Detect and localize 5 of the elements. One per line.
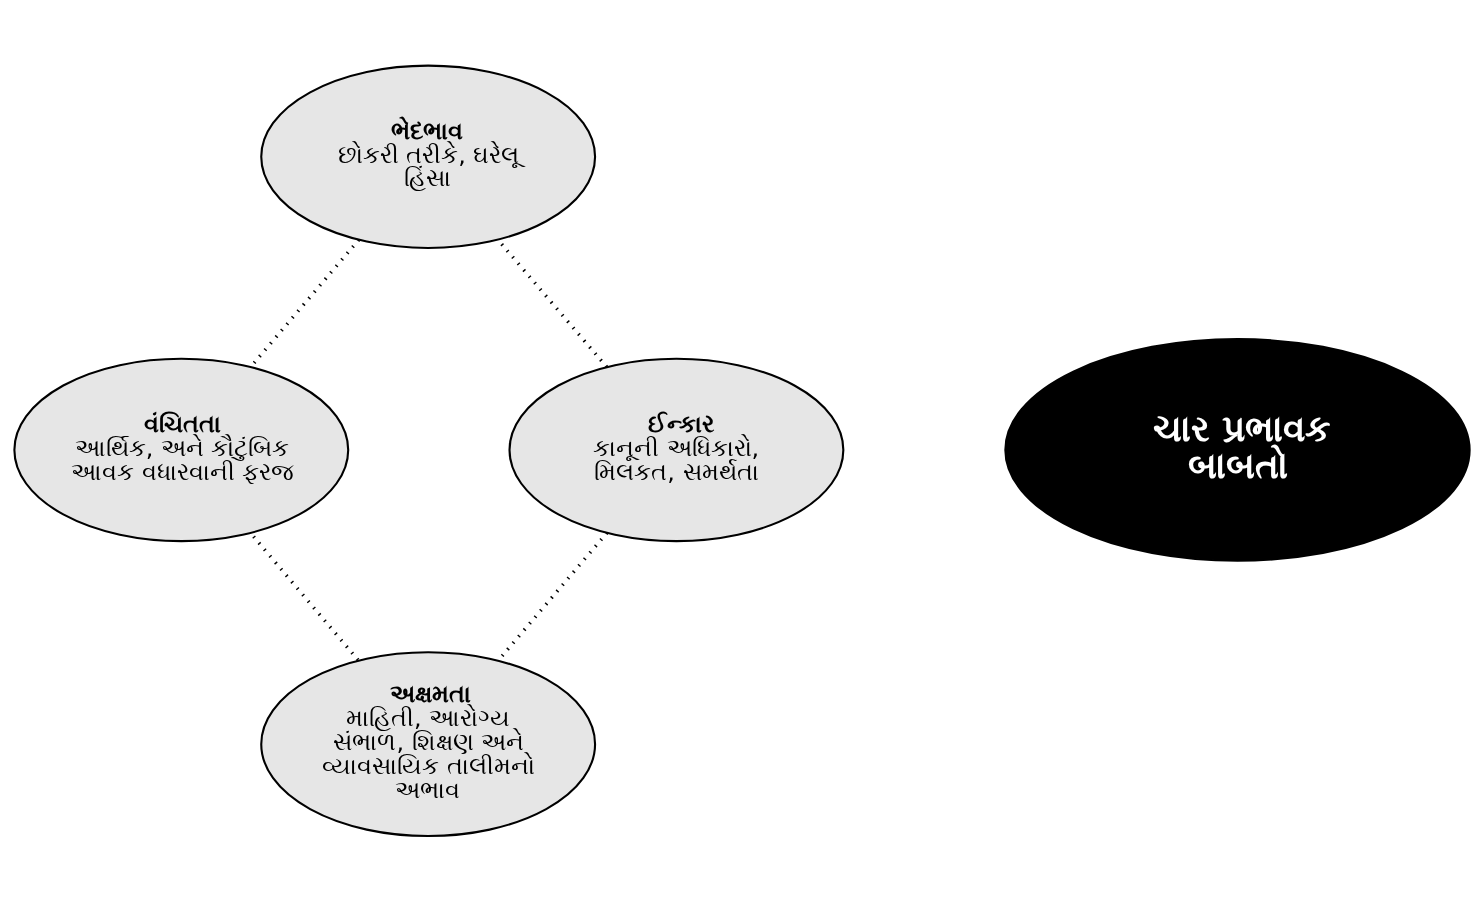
node-ellipse: ભેદભાવ છોકરી તરીકે, ઘરેલૂ હિંસા — [260, 64, 597, 249]
node-ellipse: અક્ષમતા માહિતી, આરોગ્ય સંભાળ, શિક્ષણ અને વ્યાવસાયિક તાલીમનો અભાવ — [260, 650, 597, 837]
node-ellipse: ચાર પ્રભાવક બાબતો — [1004, 337, 1471, 562]
node-ellipse: વંચિતતા આર્થિક, અને કૌટુંબિક આવક વધારવાની ફરજ — [13, 357, 350, 542]
node-ellipse: ઈન્કાર કાનૂની અધિકારો, મિલકત, સમર્થતા — [508, 357, 845, 542]
